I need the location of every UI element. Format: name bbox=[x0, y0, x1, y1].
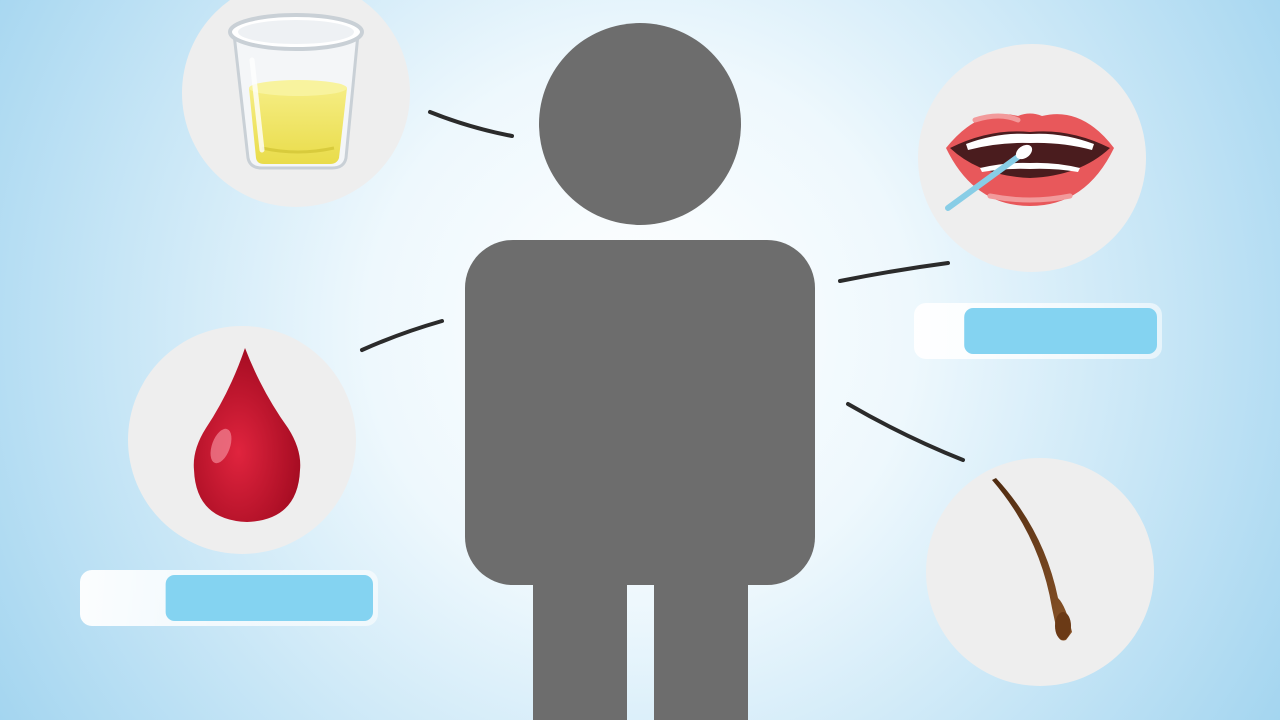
blood-drop-icon bbox=[193, 348, 301, 522]
progress-bars bbox=[80, 303, 1162, 626]
saliva-sample bbox=[918, 44, 1146, 272]
saliva-bar-fill bbox=[964, 308, 1157, 354]
hair-strand-icon bbox=[992, 478, 1072, 641]
connector-hair bbox=[846, 402, 965, 462]
mouth-swab-icon bbox=[945, 113, 1114, 211]
blood-bar bbox=[80, 570, 378, 626]
connector-saliva bbox=[838, 261, 950, 283]
connector-blood bbox=[360, 319, 444, 352]
blood-bar-fill bbox=[165, 575, 373, 621]
person-torso bbox=[465, 240, 815, 585]
hair-circle bbox=[926, 458, 1154, 686]
connector-lines bbox=[360, 110, 965, 462]
connector-urine bbox=[428, 110, 514, 138]
person-silhouette bbox=[465, 23, 815, 720]
hair-sample bbox=[926, 458, 1154, 686]
person-right-leg bbox=[654, 560, 748, 720]
urine-cup-icon bbox=[228, 13, 364, 170]
person-head bbox=[539, 23, 741, 225]
blood-sample bbox=[128, 326, 356, 554]
person-left-leg bbox=[533, 560, 627, 720]
urine-sample bbox=[182, 0, 410, 207]
saliva-bar bbox=[914, 303, 1162, 359]
